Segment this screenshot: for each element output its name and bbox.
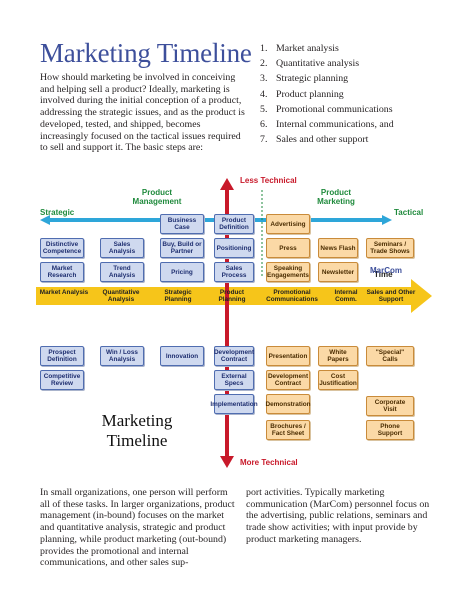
more-technical-label: More Technical (240, 458, 298, 467)
diagram-box: Positioning (214, 238, 254, 258)
diagram-box: White Papers (318, 346, 358, 366)
diagram-box: Innovation (160, 346, 204, 366)
step-item: 4.Product planning (260, 88, 344, 100)
phase-label: Quantitative Analysis (102, 289, 140, 303)
intro-paragraph: How should marketing be involved in conc… (40, 72, 245, 154)
body-paragraph-right: port activities. Typically marketing com… (246, 487, 430, 545)
diagram-box: Competitive Review (40, 370, 84, 390)
diagram-box: Cost Justification (318, 370, 358, 390)
diagram-box: Advertising (266, 214, 310, 234)
diagram-box: Prospect Definition (40, 346, 84, 366)
diagram-box: Development Contract (214, 346, 254, 366)
diagram-title: Marketing Timeline (101, 411, 173, 450)
time-label: Time (374, 270, 393, 279)
diagram-box: Phone Support (366, 420, 414, 440)
page-title: Marketing Timeline (40, 38, 252, 68)
diagram-box: Distinctive Competence (40, 238, 84, 258)
diagram-box: External Specs (214, 370, 254, 390)
diagram-box: Speaking Engagements (266, 262, 310, 282)
diagram-box: Demonstration (265, 394, 311, 414)
diagram-box: Brochures / Fact Sheet (266, 420, 310, 440)
body-paragraph-left: In small organizations, one person will … (40, 487, 235, 569)
diagram-box: Market Research (40, 262, 84, 282)
steps-list: 1.Market analysis 2.Quantitative analysi… (260, 42, 394, 148)
technical-arrow (220, 178, 234, 468)
diagram-box: Win / Loss Analysis (100, 346, 144, 366)
diagram-box: "Special" Calls (366, 346, 414, 366)
phase-label: Internal Comm. (334, 289, 358, 303)
tactical-label: Tactical (394, 208, 424, 217)
strategic-label: Strategic (40, 208, 75, 217)
phase-label: Market Analysis (39, 289, 89, 296)
diagram-box: Corporate Visit (366, 396, 414, 416)
diagram-box: Pricing (160, 262, 204, 282)
diagram-box: Seminars / Trade Shows (366, 238, 414, 258)
phase-label: Promotional Communications (266, 289, 318, 303)
phase-label: Sales and Other Support (366, 289, 416, 303)
diagram-box: Newsletter (318, 262, 358, 282)
step-item: 2.Quantitative analysis (260, 58, 360, 70)
diagram-box: Product Definition (214, 214, 254, 234)
diagram-box: Implementation (210, 394, 258, 414)
phase-label: Strategic Planning (164, 289, 192, 303)
diagram-box: Sales Analysis (100, 238, 144, 258)
diagram-box: Business Case (160, 214, 204, 234)
less-technical-label: Less Technical (240, 176, 297, 185)
marcom-label: MarCom (369, 266, 402, 275)
time-arrow (36, 279, 432, 313)
product-marketing-label: Product Marketing (317, 188, 355, 206)
step-item: 1.Market analysis (260, 43, 339, 54)
diagram-box: Sales Process (214, 262, 254, 282)
diagram-box: News Flash (318, 238, 358, 258)
step-item: 5.Promotional communications (260, 103, 393, 115)
step-item: 6.Internal communications, and (260, 118, 394, 130)
product-management-label: Product Management (132, 188, 182, 206)
timeline-diagram: Less Technical More Technical Strategic … (36, 172, 444, 472)
step-item: 3.Strategic planning (260, 73, 349, 85)
step-item: 7.Sales and other support (260, 134, 369, 146)
diagram-box: Development Contract (266, 370, 310, 390)
diagram-box: Presentation (266, 346, 310, 366)
diagram-box: Buy, Build or Partner (160, 238, 204, 258)
diagram-box: Trend Analysis (100, 262, 144, 282)
phase-label: Product Planning (218, 289, 246, 303)
diagram-box: Press (266, 238, 310, 258)
